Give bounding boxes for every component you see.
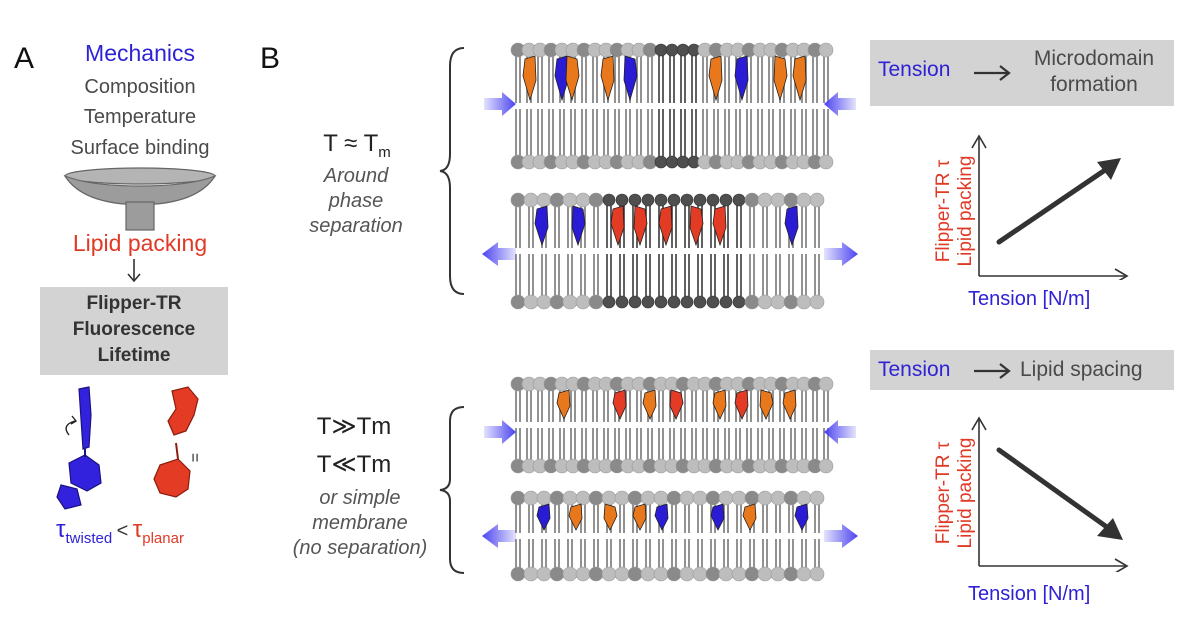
flipper-probe — [734, 389, 749, 420]
flipper-probe — [742, 503, 757, 531]
compression-arrow-left — [484, 92, 516, 116]
condition-2-label-2: T≪Tm — [316, 451, 392, 478]
condition-2-label-1: T≫Tm — [316, 413, 392, 440]
tension-arrow-left — [482, 242, 516, 266]
compression-arrow-right — [824, 92, 856, 116]
flipper-probe — [554, 55, 569, 102]
down-arrow-icon — [127, 259, 141, 283]
tension-arrow-left — [482, 524, 516, 548]
flipper-probe — [782, 389, 797, 420]
graph-2-axes — [971, 416, 1129, 572]
tau-planar: τplanar — [132, 516, 184, 547]
tension-word-2: Tension — [878, 358, 951, 381]
flipper-probe — [522, 55, 537, 102]
flipper-probe — [734, 55, 749, 102]
brace-top — [439, 47, 465, 295]
flipper-probe — [708, 55, 723, 102]
flipper-probe — [712, 205, 727, 247]
planar-double-bond-mark: = — [186, 453, 203, 462]
box-line-1: Flipper-TR — [86, 293, 182, 314]
factor-mechanics: Mechanics — [85, 40, 195, 66]
factor-temperature: Temperature — [83, 106, 197, 128]
condition-1-note: Around phase separation — [309, 165, 403, 237]
flipper-probe — [632, 503, 647, 531]
panel-a-letter: A — [14, 42, 35, 75]
tension-arrow-right — [824, 242, 858, 266]
effect-2: Lipid spacing — [1020, 358, 1143, 381]
membrane-phase-separated-compressed — [484, 42, 856, 170]
factor-composition: Composition — [84, 76, 196, 98]
panel-b-letter: B — [260, 42, 281, 75]
tau-twisted: τtwisted — [56, 516, 113, 547]
tau-less-than: < — [116, 520, 129, 542]
right-arrow-icon — [974, 363, 1011, 379]
flipper-probe — [710, 503, 725, 531]
flipper-probe — [600, 55, 615, 102]
flipper-probe — [642, 389, 657, 420]
flipper-probe — [536, 503, 551, 531]
tau-comparison: τtwisted < τplanar — [56, 516, 226, 547]
right-arrow-icon — [974, 65, 1011, 81]
flipper-probe — [610, 205, 625, 247]
tension-arrow-right — [824, 524, 858, 548]
flipper-planar-molecule: = — [153, 386, 203, 498]
membrane-simple-compressed — [484, 376, 856, 474]
condition-2-note: or simple membrane (no separation) — [292, 487, 428, 559]
tension-box-2: Tension Lipid spacing — [870, 350, 1174, 390]
brace-bottom — [439, 406, 465, 574]
flipper-probe — [603, 503, 618, 531]
flipper-probe — [612, 389, 627, 420]
flipper-probe — [784, 205, 799, 247]
flipper-probe — [773, 55, 788, 102]
lipid-packing-label: Lipid packing — [72, 230, 208, 256]
membrane-simple-stretched — [482, 490, 858, 582]
flipper-probe — [556, 389, 571, 420]
box-line-3: Lifetime — [97, 345, 171, 366]
flipper-probe — [654, 503, 669, 531]
graph-1-axes — [971, 134, 1129, 280]
flipper-probe — [689, 205, 704, 247]
compression-arrow-left — [484, 420, 516, 444]
graph-1-trend-arrowhead — [1097, 158, 1121, 180]
flipper-probe — [571, 205, 586, 247]
flipper-probe — [759, 389, 774, 420]
condition-1-label: T ≈ Tm — [323, 130, 391, 161]
membrane-phase-separated-stretched — [482, 192, 858, 310]
tension-word-1: Tension — [878, 58, 951, 81]
graph-2-trend-line — [996, 447, 1114, 533]
graph-1-xlabel: Tension [N/m] — [968, 288, 1091, 310]
flipper-probe — [712, 389, 727, 420]
compression-arrow-right — [824, 420, 856, 444]
flipper-probe — [623, 55, 638, 102]
tension-box-1: Tension Microdomain formation — [870, 40, 1174, 106]
flipper-probe — [792, 55, 807, 102]
graph-1-trend-line — [996, 163, 1114, 245]
flipper-twisted-molecule — [56, 386, 102, 510]
box-line-2: Fluorescence — [72, 319, 196, 340]
flipper-probe — [534, 205, 549, 247]
flipper-probe — [568, 503, 583, 531]
factor-surface-binding: Surface binding — [70, 137, 210, 159]
flipper-probe — [565, 55, 580, 102]
flipper-lifetime-box: Flipper-TR Fluorescence Lifetime — [40, 287, 228, 375]
flipper-probe — [669, 389, 684, 420]
funnel-icon — [63, 167, 217, 231]
flipper-probe — [794, 503, 809, 531]
effect-1: Microdomain formation — [1033, 47, 1155, 96]
flipper-probe — [633, 205, 648, 247]
graph-2-xlabel: Tension [N/m] — [968, 583, 1091, 605]
flipper-probe — [658, 205, 673, 247]
graph-2-trend-arrowhead — [1097, 518, 1123, 540]
